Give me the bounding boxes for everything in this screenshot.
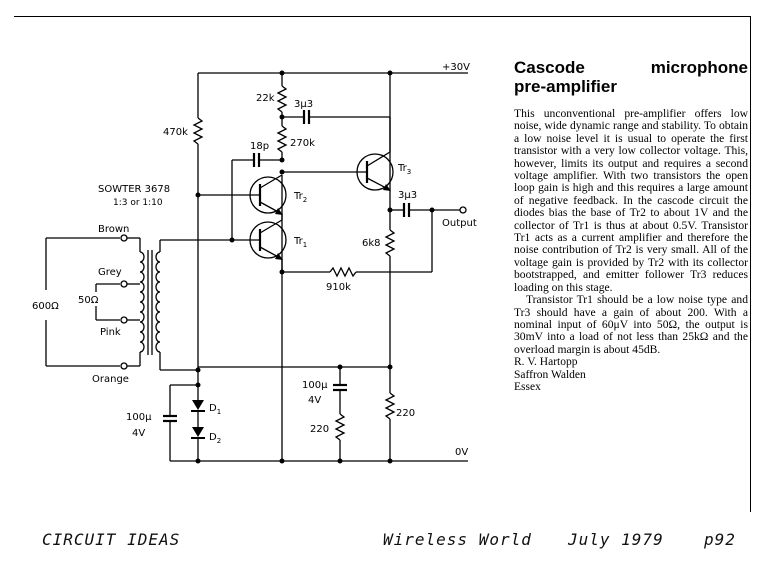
r270k-label: 270k <box>290 138 315 149</box>
impedance-600-label: 600Ω <box>32 301 59 312</box>
brown-terminal <box>120 234 128 242</box>
impedance-50-label: 50Ω <box>78 295 99 306</box>
article-title: Cascode microphone pre-amplifier <box>514 58 748 96</box>
article-paragraph-1: This unconventional pre-amplifier offers… <box>514 107 748 294</box>
output-label: Output <box>442 218 477 229</box>
r6k8-label: 6k8 <box>362 238 381 249</box>
output-terminal <box>459 206 467 214</box>
grey-terminal <box>120 280 128 288</box>
resistor-270k <box>276 125 288 153</box>
transformer-name: SOWTER 3678 <box>98 184 170 195</box>
tr2-label: Tr2 <box>293 191 307 204</box>
author-county: Essex <box>514 380 541 393</box>
resistor-470k <box>192 117 204 145</box>
orange-terminal <box>120 362 128 370</box>
c3u3-out-label: 3µ3 <box>398 190 417 201</box>
footer-date: July 1979 <box>568 530 664 549</box>
resistor-220-right <box>384 392 396 420</box>
d2-label: D2 <box>209 432 221 445</box>
pink-label: Pink <box>100 327 121 338</box>
transformer-core <box>139 250 161 355</box>
d1-label: D1 <box>209 403 221 416</box>
c18p-label: 18p <box>250 141 269 152</box>
diode-d1 <box>192 400 204 410</box>
rail-positive-label: +30V <box>442 62 470 73</box>
c100u-left-label: 100µ <box>126 412 152 423</box>
article-paragraph-2: Transistor Tr1 should be a low noise typ… <box>514 293 748 356</box>
c3u3-top-label: 3µ3 <box>294 99 313 110</box>
c100u-mid-voltage: 4V <box>308 395 321 406</box>
resistor-22k <box>276 85 288 113</box>
resistor-910k <box>329 266 357 278</box>
c100u-left-voltage: 4V <box>132 428 145 439</box>
title-line-2: pre-amplifier <box>514 77 617 96</box>
rail-ground-label: 0V <box>455 447 468 458</box>
c100u-mid-label: 100µ <box>302 380 328 391</box>
r470k-label: 470k <box>163 127 188 138</box>
diode-d2 <box>192 427 204 437</box>
tr1-label: Tr1 <box>293 236 307 249</box>
orange-label: Orange <box>92 374 129 385</box>
r910k-label: 910k <box>326 282 351 293</box>
footer-page: p92 <box>704 530 736 549</box>
tr3-label: Tr3 <box>397 163 411 176</box>
resistor-6k8 <box>384 229 396 257</box>
r220-mid-label: 220 <box>310 424 329 435</box>
brown-label: Brown <box>98 224 129 235</box>
title-line-1: Cascode microphone <box>514 58 748 77</box>
author-name: R. V. Hartopp <box>514 356 578 369</box>
pink-terminal <box>120 316 128 324</box>
circuit-schematic: +30V 0V 470k 22k 270k 3µ3 18p <box>32 62 477 464</box>
footer-magazine: Wireless World <box>383 530 532 549</box>
grey-label: Grey <box>98 267 122 278</box>
r22k-label: 22k <box>256 93 275 104</box>
author-town: Saffron Walden <box>514 368 586 381</box>
r220-right-label: 220 <box>396 408 415 419</box>
article-body: This unconventional pre-amplifier offers… <box>514 107 748 393</box>
transformer-ratio: 1:3 or 1:10 <box>113 198 163 208</box>
resistor-220-mid <box>334 413 346 441</box>
footer-section: CIRCUIT IDEAS <box>42 530 181 549</box>
frame-top-line <box>14 16 750 17</box>
frame-right-line <box>750 16 751 512</box>
